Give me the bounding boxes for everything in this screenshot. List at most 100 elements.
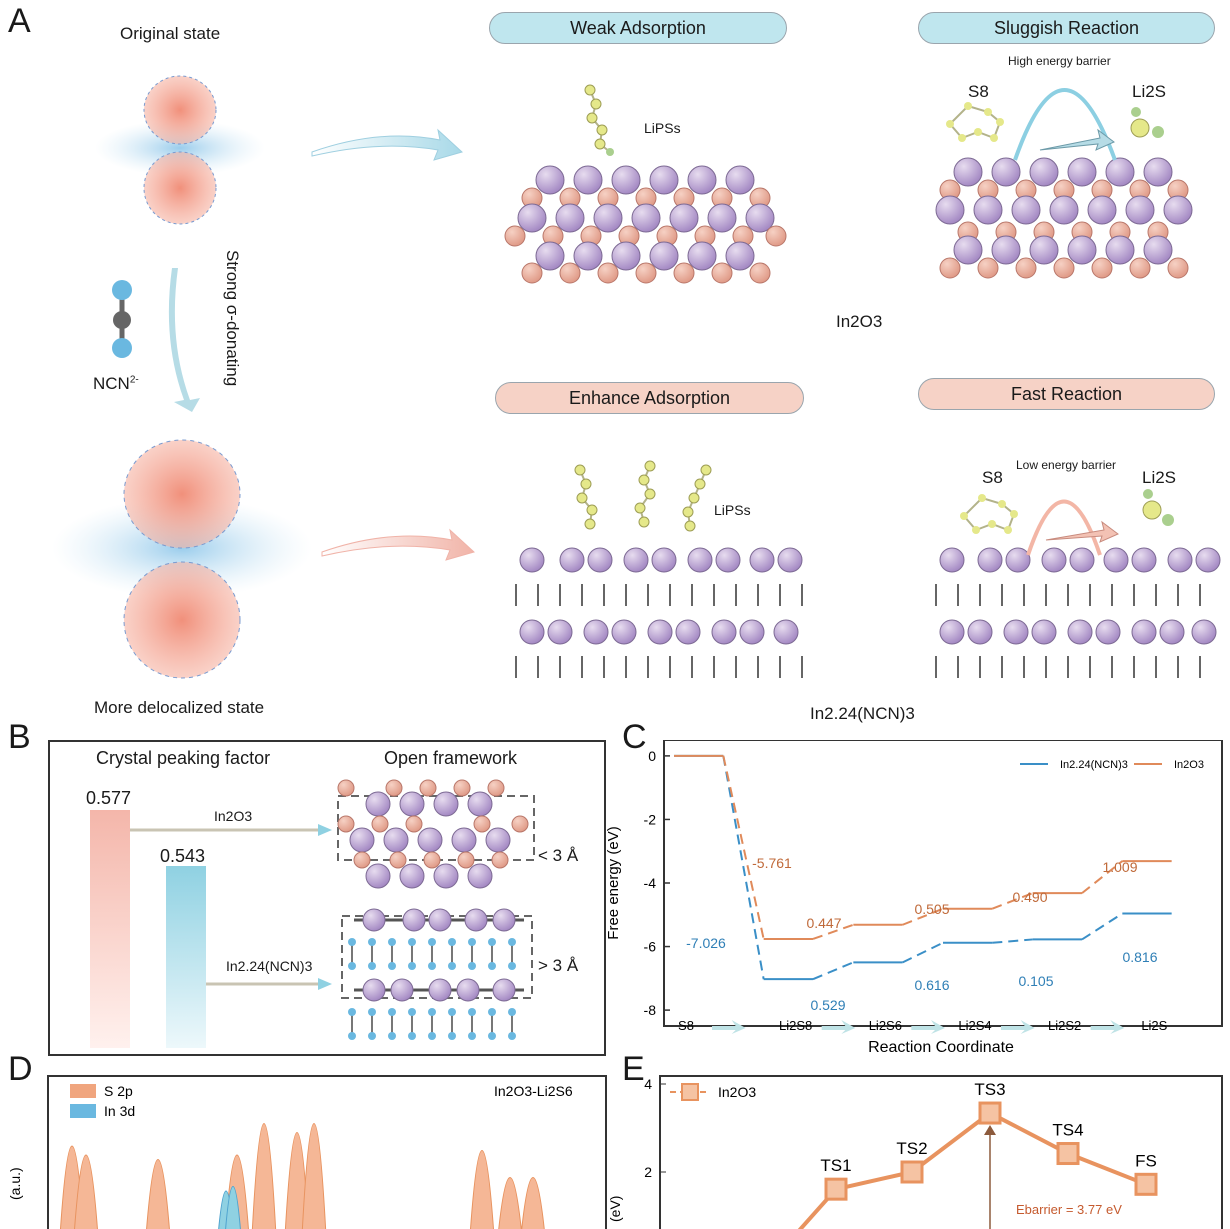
- xps-peak-s2p: [146, 1159, 170, 1229]
- chart-c-ytick-label: -6: [644, 939, 657, 955]
- chart-c-connector-1: [902, 907, 944, 926]
- li2s-fast-icon: [1142, 489, 1174, 526]
- chart-c-connector-0: [812, 961, 854, 981]
- crystal-peaking-title: Crystal peaking factor: [96, 748, 271, 768]
- chart-c-connector-1: [722, 755, 765, 940]
- chart-e-category: FS: [1135, 1151, 1157, 1170]
- chart-c-category: Li2S: [1141, 1018, 1167, 1033]
- chart-c-category: Li2S4: [958, 1018, 991, 1033]
- arrow-to-weak-icon: [311, 128, 463, 161]
- ncn-label: NCN2-: [93, 374, 139, 393]
- xps-peak-s2p: [498, 1177, 522, 1229]
- legend-label-in2o3: In2O3: [1174, 759, 1204, 771]
- barrier-annotation: Ebarrier = 3.77 eV: [1016, 1202, 1122, 1217]
- chart-c-connector-1: [812, 923, 854, 940]
- ncn-molecule-icon: [112, 280, 132, 358]
- chart-e-frame: [659, 1075, 1223, 1229]
- original-state-label: Original state: [120, 24, 221, 43]
- chart-d-frame: [47, 1075, 607, 1229]
- chart-c-ytick-label: -4: [644, 875, 657, 891]
- panel-label-a: A: [8, 2, 31, 40]
- s8-ring-icon: [946, 102, 1004, 142]
- legend-swatch-s2p: [70, 1084, 96, 1098]
- chart-e-ytick-label: 4: [644, 1076, 652, 1092]
- s8-label-1: S8: [968, 82, 989, 101]
- li2s-label-1: Li2S: [1132, 82, 1167, 101]
- chart-c-ylabel: Free energy (eV): [605, 826, 622, 939]
- chart-c-step-arrow: [911, 1020, 945, 1034]
- chart-c-anno-blue: 0.105: [1018, 973, 1053, 989]
- chart-e-point: [1056, 1142, 1080, 1166]
- chart-c-xlabel: Reaction Coordinate: [868, 1039, 1014, 1056]
- xps-peak-s2p: [74, 1154, 98, 1229]
- chart-c-anno-blue: 0.816: [1122, 949, 1157, 965]
- panel-label-d: D: [8, 1050, 33, 1088]
- chart-e-point: [1134, 1172, 1158, 1196]
- sluggish-reaction-pill: Sluggish Reaction: [918, 12, 1215, 44]
- high-barrier-arc: [1013, 88, 1117, 161]
- panel-a-illustration: [52, 75, 1221, 679]
- weak-adsorption-pill: Weak Adsorption: [489, 12, 787, 44]
- high-barrier-label: High energy barrier: [1008, 54, 1111, 68]
- chart-c-connector-0: [902, 941, 944, 964]
- chart-c-ytick-label: -2: [644, 811, 657, 827]
- chart-e-ylabel: (eV): [607, 1196, 623, 1222]
- fast-reaction-pill: Fast Reaction: [918, 378, 1215, 410]
- original-orbital: [95, 75, 265, 225]
- enhance-adsorption-pill: Enhance Adsorption: [495, 382, 804, 414]
- lipss-label-enhance: LiPSs: [714, 502, 751, 518]
- chart-c-anno-blue: 0.529: [810, 997, 845, 1013]
- ncn-lattice-fast: [935, 547, 1221, 678]
- low-barrier-arc: [1026, 499, 1102, 556]
- in2o3-lattice-sluggish: [935, 157, 1193, 279]
- chart-c-step-arrow: [821, 1020, 856, 1034]
- chart-e-category: TS1: [820, 1156, 851, 1175]
- chart-c-category: Li2S8: [779, 1018, 812, 1033]
- barrier-arrowhead: [984, 1125, 996, 1136]
- chart-c-anno-orange: 0.490: [1012, 889, 1047, 905]
- gt-3a-label: > 3 Å: [538, 956, 579, 975]
- chart-c-anno-orange: 0.447: [806, 915, 841, 931]
- legend-marker-e: [681, 1083, 699, 1101]
- legend-label-in3d: In 3d: [104, 1103, 135, 1119]
- down-arrow-icon: [168, 268, 200, 412]
- chart-c-connector-0: [1081, 912, 1123, 941]
- chart-c-connector-0: [722, 755, 765, 980]
- chart-e-category: TS2: [896, 1139, 927, 1158]
- bar-in2o3: [90, 810, 130, 1048]
- chart-c-anno-blue: 0.616: [914, 977, 949, 993]
- chart-c-connector-0: [992, 938, 1033, 944]
- chart-c-connector-1: [991, 892, 1034, 910]
- in2o3-lattice-weak: [504, 165, 787, 284]
- xps-peak-s2p: [521, 1177, 545, 1229]
- panel-b-graphics: [130, 779, 535, 1040]
- panel-label-e: E: [622, 1050, 645, 1088]
- panel-b-frame: [48, 740, 606, 1056]
- chart-d-ylabel: (a.u.): [7, 1167, 23, 1200]
- legend-label-ncn: In2.24(NCN)3: [1060, 759, 1128, 771]
- panel-label-b: B: [8, 718, 31, 756]
- arrow-to-enhance-icon: [321, 528, 475, 561]
- li2s-label-2: Li2S: [1142, 468, 1177, 487]
- fast-arrow-icon: [1045, 520, 1119, 543]
- value-in2o3: 0.577: [86, 788, 132, 808]
- label-in2o3-b: In2O3: [214, 808, 253, 824]
- chart-c-category: Li2S6: [869, 1018, 902, 1033]
- chart-e-point: [824, 1177, 848, 1201]
- li2s-molecule-icon: [1130, 107, 1164, 138]
- legend-label-e: In2O3: [718, 1084, 756, 1100]
- xps-peak-s2p: [251, 1123, 277, 1229]
- chart-c-anno-orange: 0.505: [914, 901, 949, 917]
- chart-c-ytick-label: 0: [648, 748, 656, 764]
- label-in224-b: In2.24(NCN)3: [226, 958, 313, 974]
- ncn-lattice-enhance: [515, 547, 803, 678]
- chart-c-anno-orange: -5.761: [752, 855, 792, 871]
- low-barrier-label: Low energy barrier: [1016, 458, 1117, 472]
- xps-peak-in3d: [225, 1186, 241, 1229]
- lipss-label-weak: LiPSs: [644, 120, 681, 136]
- chart-c-ytick-label: -8: [644, 1002, 657, 1018]
- chart-e-point: [978, 1101, 1002, 1125]
- bar-in224: [166, 866, 206, 1048]
- xps-spectrum-chart: S 2p In 3d In2O3-Li2S6 (a.u.): [7, 1075, 607, 1229]
